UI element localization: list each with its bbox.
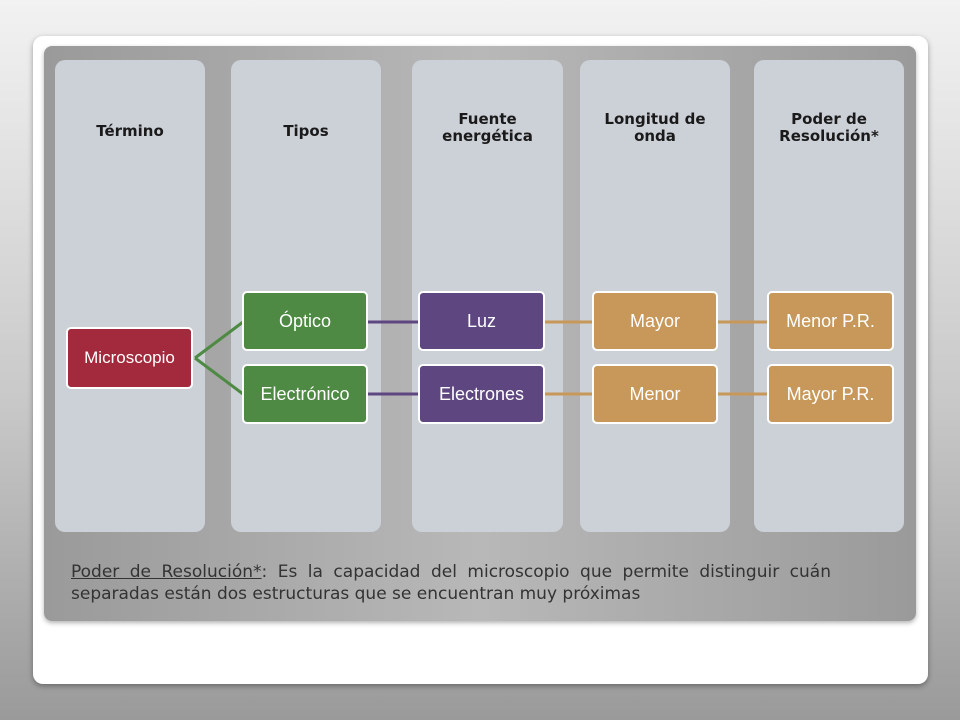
column-header-longitud: Longitud de onda [604,110,706,145]
node-mayor: Mayor [592,291,718,351]
node-menor: Menor [592,364,718,424]
column-header-fuente: Fuente energética [442,110,533,145]
column-header-poder: Poder de Resolución* [779,110,879,145]
column-termino: Término [55,60,205,532]
footnote-term: Poder de Resolución* [71,562,262,582]
node-electronico: Electrónico [242,364,368,424]
node-optico: Óptico [242,291,368,351]
footnote: Poder de Resolución*: Es la capacidad de… [71,561,831,605]
footnote-text: : Es la capacidad del microscopio que pe… [71,562,831,604]
node-luz: Luz [418,291,545,351]
node-electrones: Electrones [418,364,545,424]
column-header-termino: Término [96,122,164,140]
column-header-tipos: Tipos [283,122,329,140]
node-menor-pr: Menor P.R. [767,291,894,351]
node-microscopio: Microscopio [66,327,193,389]
node-mayor-pr: Mayor P.R. [767,364,894,424]
